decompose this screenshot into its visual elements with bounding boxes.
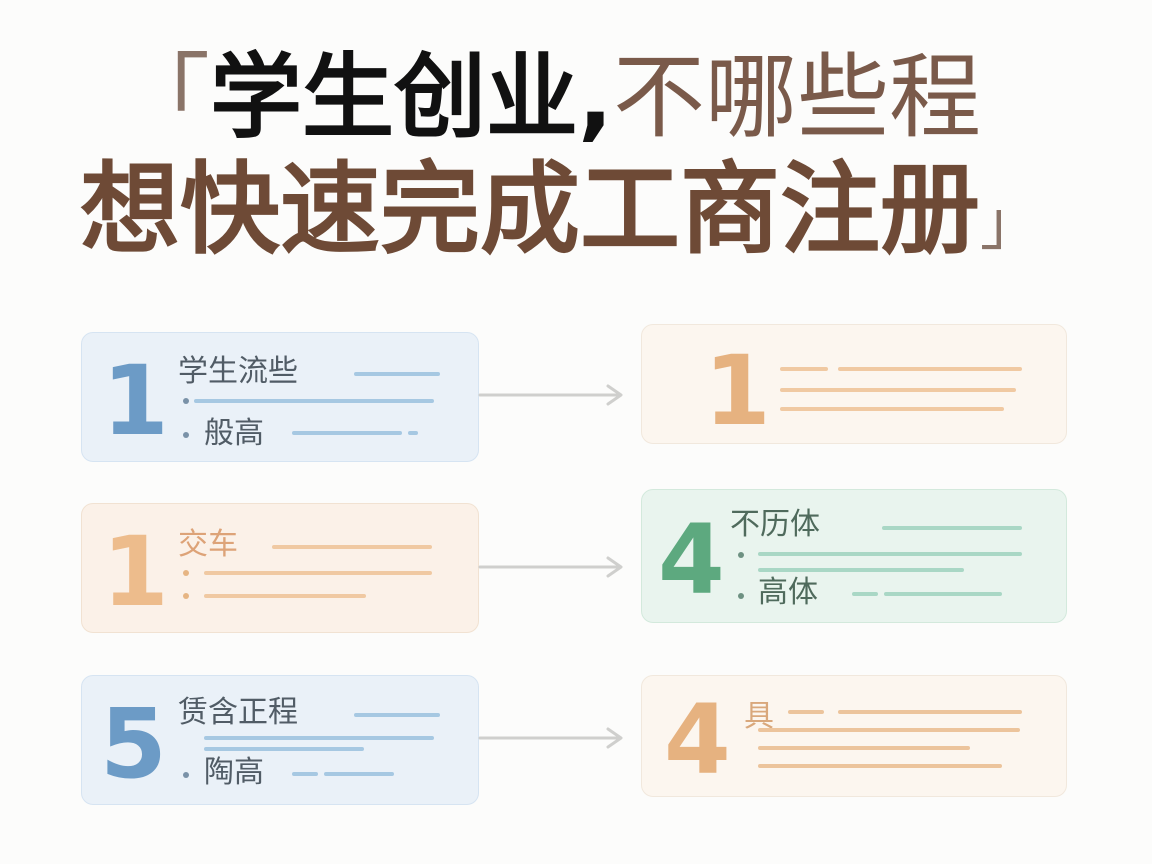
- left-card-3-line: [324, 772, 394, 776]
- left-card-2-line: [204, 571, 432, 575]
- right-card-3-number: 4: [664, 684, 731, 796]
- bullet-dot-icon: [183, 570, 189, 576]
- title-bold-text: 学生创业,: [210, 44, 613, 151]
- bullet-dot-icon: [738, 593, 744, 599]
- right-card-3: 4 具: [641, 675, 1067, 797]
- left-card-3-line: [204, 736, 434, 740]
- left-card-3-number: 5: [100, 688, 167, 800]
- left-card-1-line: [408, 431, 418, 435]
- right-card-1-line: [780, 367, 828, 371]
- left-card-1-line: [354, 372, 440, 376]
- bullet-dot-icon: [183, 593, 189, 599]
- left-card-1-line: [194, 399, 434, 403]
- right-card-3-line: [838, 710, 1022, 714]
- close-bracket: 」: [980, 189, 1040, 259]
- right-card-3-label: 具: [744, 699, 774, 734]
- left-card-3-label: 赁含正程: [178, 695, 298, 730]
- right-card-1-line: [780, 388, 1016, 392]
- bullet-dot-icon: [183, 772, 189, 778]
- right-card-2-bullet: 高体: [758, 575, 818, 610]
- left-card-2-number: 1: [102, 516, 169, 628]
- right-card-3-line: [758, 764, 1002, 768]
- left-card-3-bullet: 陶高: [204, 755, 264, 790]
- left-card-3-line: [354, 713, 440, 717]
- right-card-2-label: 不历体: [730, 507, 820, 542]
- title-line-2-text: 想快速完成工商注册: [80, 151, 980, 268]
- open-bracket: 「: [118, 44, 211, 151]
- right-card-2-line: [884, 592, 1002, 596]
- right-card-2-line: [852, 592, 878, 596]
- arrow-right-icon: [478, 384, 623, 406]
- right-card-2-line: [882, 526, 1022, 530]
- right-card-2: 4 不历体 高体: [641, 489, 1067, 623]
- right-card-3-line: [758, 746, 970, 750]
- title-line-1: 「学生创业,不哪些程: [118, 52, 981, 144]
- left-card-1-line: [292, 431, 402, 435]
- left-card-1-label: 学生流些: [178, 354, 298, 389]
- bullet-dot-icon: [738, 552, 744, 558]
- left-card-3-line: [292, 772, 318, 776]
- left-card-2: 1 交车: [81, 503, 479, 633]
- bullet-dot-icon: [183, 398, 189, 404]
- left-card-1: 1 学生流些 般高: [81, 332, 479, 462]
- right-card-1-line: [838, 367, 1022, 371]
- left-card-3: 5 赁含正程 陶高: [81, 675, 479, 805]
- arrow-right-icon: [478, 727, 623, 749]
- right-card-1-line: [780, 407, 1004, 411]
- left-card-1-number: 1: [102, 345, 169, 457]
- arrow-right-icon: [478, 556, 623, 578]
- right-card-2-line: [758, 568, 964, 572]
- right-card-2-line: [758, 552, 1022, 556]
- left-card-1-bullet: 般高: [204, 416, 264, 451]
- left-card-3-line: [204, 747, 364, 751]
- bullet-dot-icon: [183, 432, 189, 438]
- right-card-3-line: [788, 710, 824, 714]
- title-line-2: 想快速完成工商注册」: [80, 160, 1040, 260]
- title-light-text: 不哪些程: [612, 44, 981, 151]
- left-card-2-label: 交车: [178, 527, 238, 562]
- right-card-1-number: 1: [704, 335, 771, 447]
- right-card-1: 1: [641, 324, 1067, 444]
- left-card-2-line: [204, 594, 366, 598]
- right-card-2-number: 4: [658, 504, 725, 616]
- right-card-3-line: [758, 728, 1020, 732]
- left-card-2-line: [272, 545, 432, 549]
